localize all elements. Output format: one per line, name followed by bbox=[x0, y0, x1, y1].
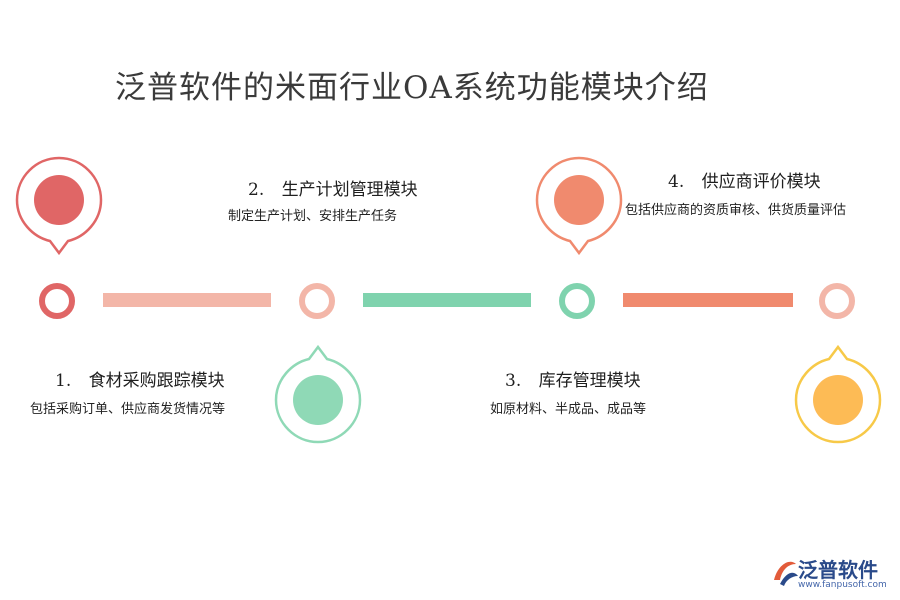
pin-marker-4 bbox=[794, 344, 882, 444]
module-2-desc: 制定生产计划、安排生产任务 bbox=[228, 209, 398, 224]
module-3-title: 3. 库存管理模块 bbox=[505, 366, 641, 391]
module-2-name: 生产计划管理模块 bbox=[281, 180, 418, 200]
module-1-desc: 包括采购订单、供应商发货情况等 bbox=[30, 402, 226, 417]
module-4-desc: 包括供应商的资质审核、供货质量评估 bbox=[625, 203, 847, 218]
fanpu-logo-icon bbox=[774, 561, 798, 586]
module-1-title: 1. 食材采购跟踪模块 bbox=[55, 366, 225, 391]
module-4-title: 4. 供应商评价模块 bbox=[668, 167, 821, 192]
timeline-node-1 bbox=[39, 283, 75, 319]
timeline-node-2 bbox=[299, 283, 335, 319]
timeline-bar-3 bbox=[623, 293, 793, 307]
timeline-bar-2 bbox=[363, 293, 531, 307]
module-1-name: 食材采购跟踪模块 bbox=[88, 371, 225, 391]
logo-url: www.fanpusoft.com bbox=[798, 580, 887, 590]
timeline-node-4 bbox=[819, 283, 855, 319]
module-4-name: 供应商评价模块 bbox=[701, 172, 821, 192]
pin-marker-1 bbox=[15, 156, 103, 256]
pin-marker-3 bbox=[535, 156, 623, 256]
page-title: 泛普软件的米面行业OA系统功能模块介绍 bbox=[115, 70, 709, 106]
logo-name: 泛普软件 bbox=[798, 558, 878, 582]
module-2-title: 2. 生产计划管理模块 bbox=[248, 175, 418, 200]
module-3-name: 库存管理模块 bbox=[538, 371, 641, 391]
module-4-number: 4. bbox=[668, 172, 685, 192]
module-3-number: 3. bbox=[505, 371, 522, 391]
timeline-bar-1 bbox=[103, 293, 271, 307]
pin-marker-2 bbox=[274, 344, 362, 444]
timeline-node-3 bbox=[559, 283, 595, 319]
module-1-number: 1. bbox=[55, 371, 72, 391]
module-3-desc: 如原材料、半成品、成品等 bbox=[490, 402, 647, 417]
module-2-number: 2. bbox=[248, 180, 265, 200]
